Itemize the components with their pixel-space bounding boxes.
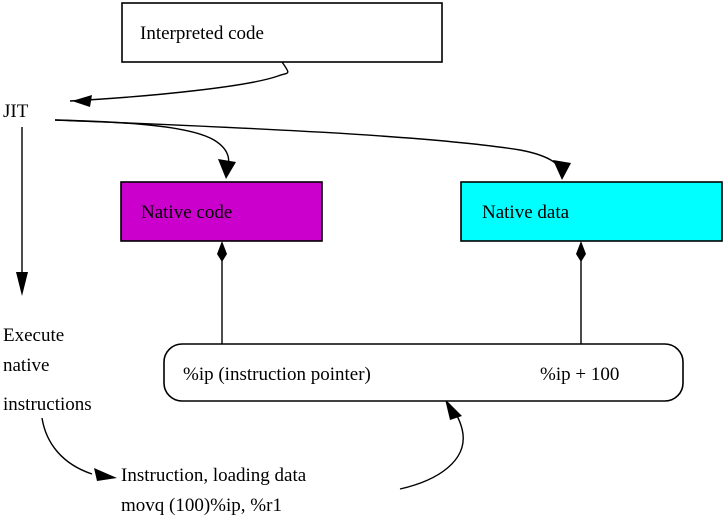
node-instruction-note: Instruction, loading data movq (100)%ip,… [121,465,307,516]
edge-execute-to-instruction-note [41,417,117,481]
ip-box[interactable] [163,343,684,402]
edge-jit-to-native-code [54,119,236,179]
edge-jit-to-execute [16,127,28,296]
interpreted-code-box[interactable] [121,2,443,63]
instruction-note-line-2: movq (100)%ip, %r1 [121,495,282,516]
ip-box-right-label: %ip + 100 [540,364,619,385]
node-execute-native-instructions: Execute native instructions [3,325,92,415]
node-ip-box[interactable]: %ip (instruction pointer) %ip + 100 [163,343,684,402]
execute-line-1: Execute [3,325,64,346]
edge-interpreted-code-to-jit [69,61,289,107]
native-data-box[interactable] [460,181,723,242]
jit-label: JIT [3,101,29,122]
node-interpreted-code[interactable]: Interpreted code [121,2,443,63]
native-code-label: Native code [141,202,232,223]
node-native-data[interactable]: Native data [460,181,723,242]
edge-ip-box-to-native-data [576,241,586,344]
edge-jit-to-native-data [54,119,571,180]
native-data-label: Native data [482,202,570,223]
interpreted-code-label: Interpreted code [140,23,264,44]
edge-ip-box-to-native-code [217,241,227,344]
execute-line-2: native [3,355,49,376]
node-native-code[interactable]: Native code [120,181,323,242]
edge-instruction-note-to-ip-box [399,399,464,490]
ip-box-left-label: %ip (instruction pointer) [183,364,371,385]
instruction-note-line-1: Instruction, loading data [121,465,307,486]
execute-line-3: instructions [3,394,92,415]
native-code-box[interactable] [120,181,323,242]
